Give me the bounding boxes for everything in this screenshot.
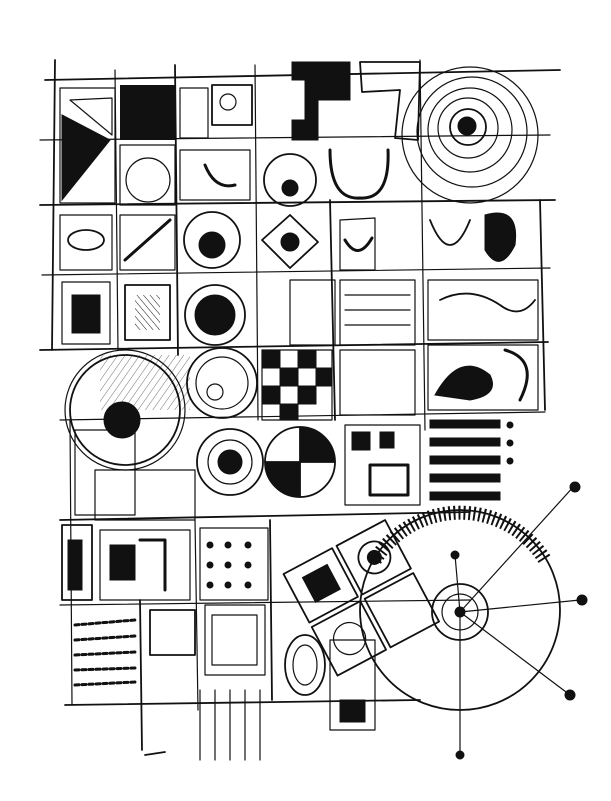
cell-letters bbox=[263, 61, 421, 207]
cell-triangle bbox=[59, 87, 116, 204]
row-two bbox=[59, 211, 517, 271]
row-four bbox=[74, 424, 421, 521]
row-three bbox=[61, 279, 539, 346]
checker-pattern bbox=[261, 349, 416, 421]
spiral-circle bbox=[401, 66, 539, 204]
cell-circle-top bbox=[119, 85, 176, 206]
bar-stack bbox=[429, 419, 514, 501]
circle-left bbox=[64, 349, 190, 471]
tilted-squares bbox=[282, 519, 440, 677]
cell-small-squares bbox=[179, 84, 253, 201]
circle-mid bbox=[186, 347, 258, 419]
right-shapes bbox=[427, 344, 539, 411]
row-five bbox=[61, 524, 269, 601]
row-bottom bbox=[73, 604, 376, 761]
gear-wheel bbox=[359, 481, 588, 760]
